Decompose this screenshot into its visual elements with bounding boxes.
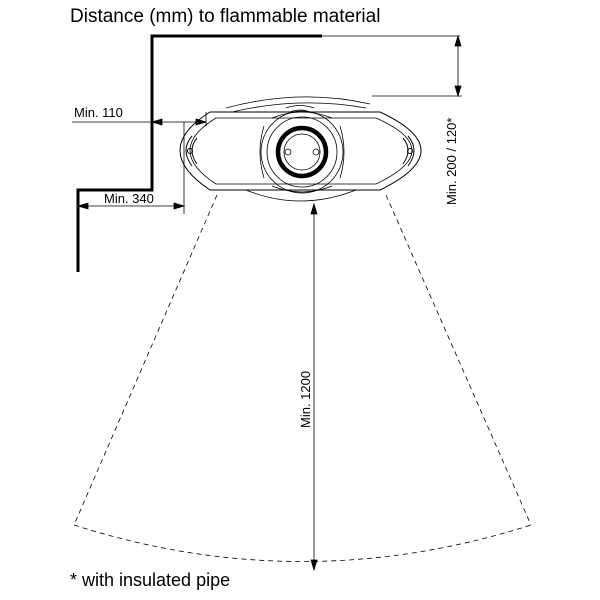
dimension-ceiling	[372, 34, 462, 98]
wall-line	[76, 34, 322, 272]
label-front: Min. 1200	[298, 371, 313, 428]
dimension-front	[310, 202, 318, 572]
label-side-wall: Min. 110	[74, 105, 123, 120]
flue-collar	[259, 110, 345, 194]
label-back-wall: Min. 340	[104, 191, 154, 206]
radiation-zone	[73, 194, 532, 562]
diagram-title: Distance (mm) to flammable material	[70, 6, 381, 27]
dimension-back-wall	[76, 122, 186, 214]
label-ceiling: Min. 200 / 120*	[444, 118, 459, 205]
stove-body	[179, 96, 422, 202]
footnote: * with insulated pipe	[70, 570, 231, 590]
